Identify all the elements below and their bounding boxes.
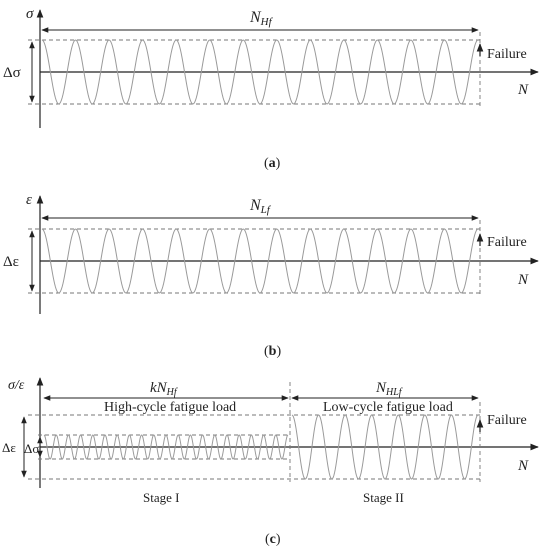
panel-b-span-label: NLf <box>249 197 272 216</box>
panel-c-x-axis-label: N <box>517 458 529 474</box>
panel-c-stage2-load-label: Low-cycle fatigue load <box>323 400 453 415</box>
panel-c-stage1-load-label: High-cycle fatigue load <box>104 400 236 415</box>
panel-a-span-label: NHf <box>249 9 274 28</box>
panel-b-caption: (b) <box>264 344 281 359</box>
panel-c-stage1-wave <box>43 434 289 460</box>
panel-c-stage2-span-label: NHLf <box>375 380 403 398</box>
panel-c: σ/ε N kNHf High-cycle fatigue load NHLf … <box>2 377 539 547</box>
panel-c-stage2-label: Stage II <box>363 490 404 505</box>
panel-b-failure-label: Failure <box>487 235 527 250</box>
panel-c-y-axis-label: σ/ε <box>8 378 25 393</box>
panel-c-stage2-wave <box>291 414 479 480</box>
panel-b-cyclic-wave <box>41 228 479 294</box>
panel-b-y-axis-label: ε <box>26 192 32 208</box>
panel-c-stage1-label: Stage I <box>143 490 179 505</box>
panel-b-amplitude-label: Δε <box>3 254 19 270</box>
panel-a: σ N NHf Δσ Failure (a) <box>3 6 539 171</box>
panel-c-failure-label: Failure <box>487 413 527 428</box>
panel-a-x-axis-label: N <box>517 82 529 98</box>
panel-a-amplitude-label: Δσ <box>3 65 21 81</box>
panel-a-cyclic-wave <box>41 39 479 105</box>
panel-a-y-axis-label: σ <box>26 6 34 22</box>
panel-b: ε N NLf Δε Failure (b) <box>3 192 539 359</box>
panel-a-failure-label: Failure <box>487 47 527 62</box>
panel-c-stage2-amplitude-label: Δε <box>2 440 16 455</box>
panel-b-x-axis-label: N <box>517 272 529 288</box>
panel-c-stage1-amplitude-label: Δσ <box>24 441 39 456</box>
panel-a-caption: (a) <box>264 156 281 171</box>
panel-c-stage1-span-label: kNHf <box>150 380 178 398</box>
panel-c-caption: (c) <box>265 532 281 547</box>
